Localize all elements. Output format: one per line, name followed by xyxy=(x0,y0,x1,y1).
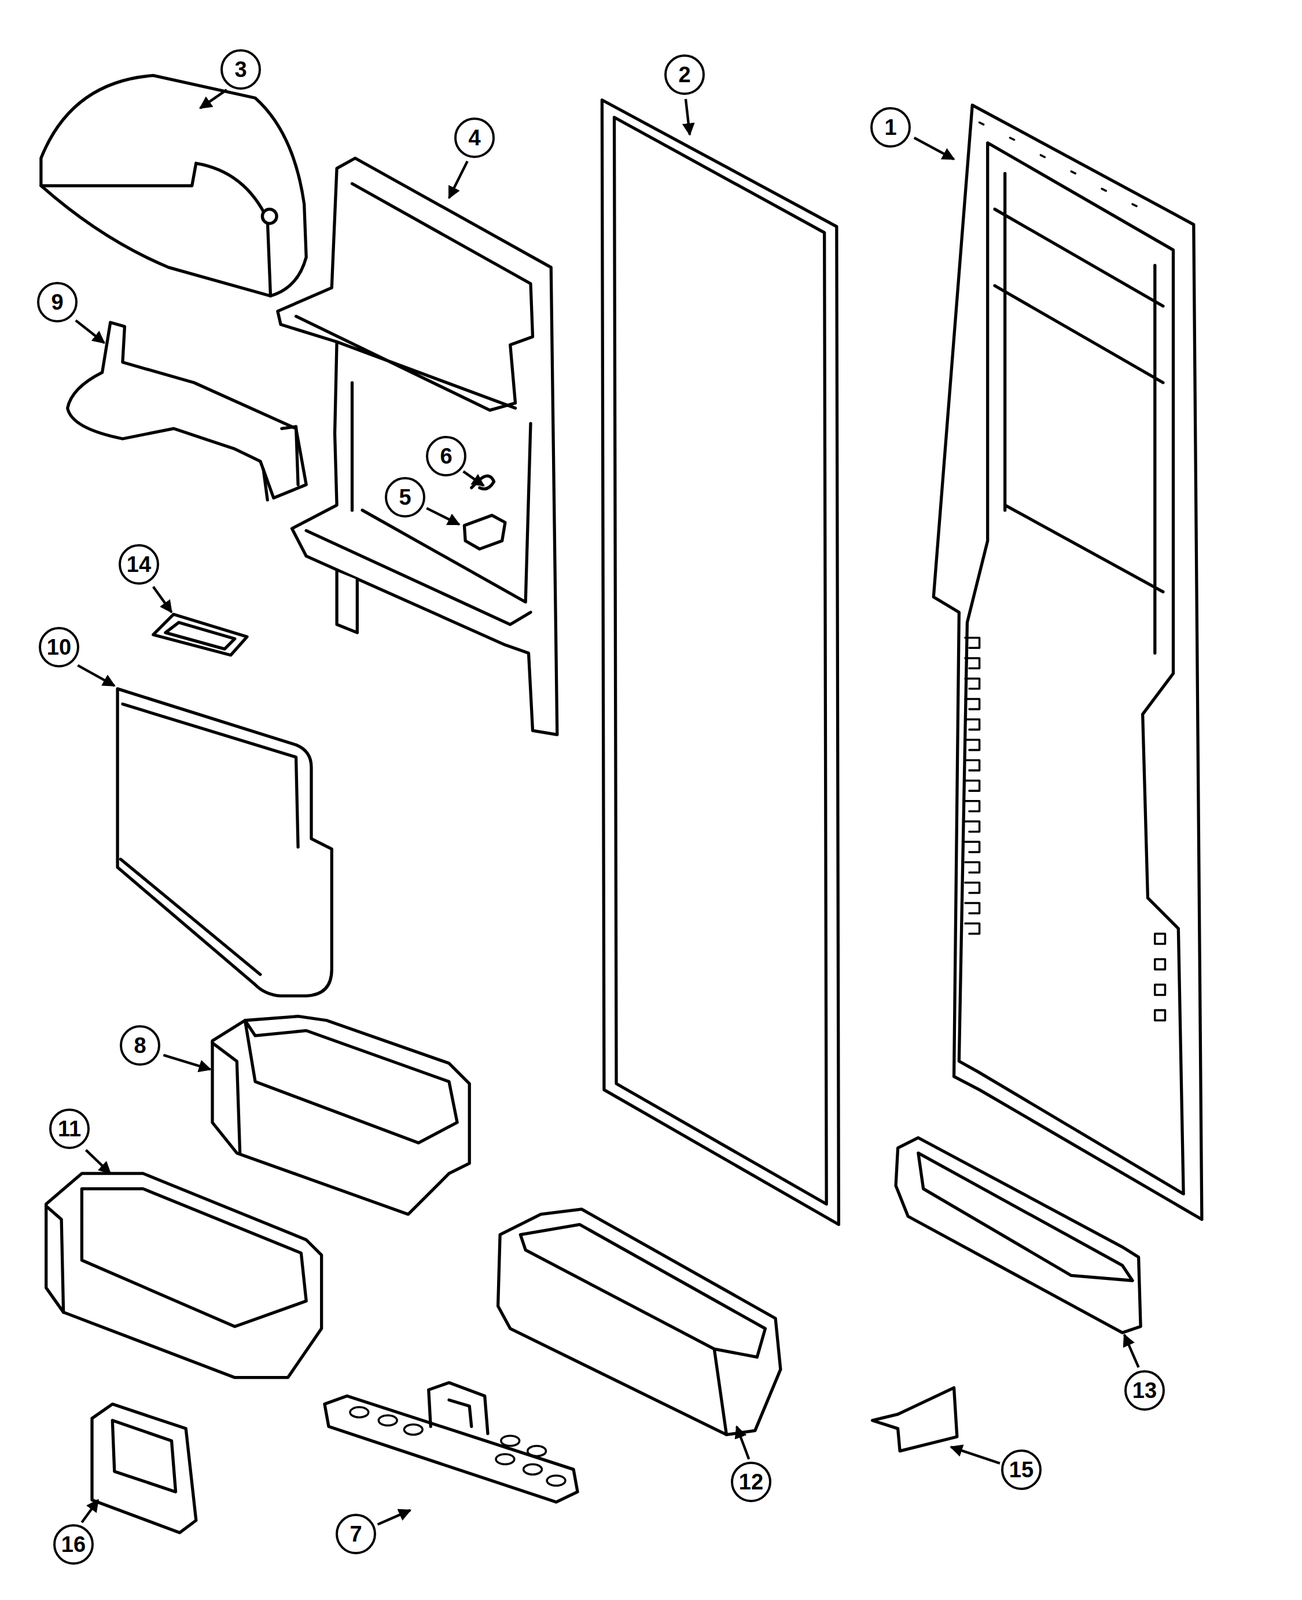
door-panel xyxy=(117,688,332,996)
egg-tray xyxy=(523,1464,543,1475)
door-shelf xyxy=(263,426,299,500)
bin-clip xyxy=(872,1387,958,1451)
door-gasket xyxy=(614,117,827,1204)
egg-tray xyxy=(546,1475,566,1486)
egg-tray xyxy=(350,1406,369,1418)
bin-divider xyxy=(112,1420,176,1492)
egg-tray xyxy=(428,1382,488,1434)
leader-lines xyxy=(1124,1334,1139,1367)
door-bin xyxy=(895,1137,1141,1333)
leader-lines xyxy=(163,1054,211,1070)
leader-lines xyxy=(77,664,114,686)
bin-divider xyxy=(92,1403,197,1533)
door-bin xyxy=(498,1208,781,1435)
dairy-cover xyxy=(41,75,307,296)
door-gasket xyxy=(601,100,839,1225)
door-liner xyxy=(958,142,1184,1194)
door-bin xyxy=(918,1152,1133,1281)
leader-lines xyxy=(153,586,172,613)
egg-tray xyxy=(350,1406,566,1486)
door-bin xyxy=(212,1016,470,1215)
door-liner xyxy=(1155,933,1166,1021)
callout-number: 6 xyxy=(425,435,467,477)
bin-divider xyxy=(92,1403,197,1533)
egg-tray xyxy=(324,1395,578,1502)
callout-number: 13 xyxy=(1124,1369,1165,1411)
egg-tray xyxy=(501,1435,520,1446)
dairy-cover xyxy=(41,75,307,296)
egg-tray xyxy=(378,1414,397,1426)
callout-number: 12 xyxy=(730,1461,772,1502)
callout-number: 4 xyxy=(454,117,495,158)
leader-lines xyxy=(463,471,484,486)
door-gasket xyxy=(601,100,839,1225)
door-shelf-frame xyxy=(336,571,358,633)
door-shelf xyxy=(67,322,307,500)
door-shelf-frame xyxy=(277,157,558,735)
callout-number: 5 xyxy=(384,476,426,518)
leader-lines xyxy=(377,1509,411,1525)
door-bin xyxy=(212,1016,470,1215)
door-shelf xyxy=(67,322,307,498)
door-panel xyxy=(120,703,299,974)
callout-number: 11 xyxy=(49,1108,90,1149)
leader-lines xyxy=(200,89,227,109)
leader-lines xyxy=(426,508,459,525)
egg-tray xyxy=(495,1453,515,1465)
door-bin xyxy=(46,1172,322,1378)
egg-tray xyxy=(324,1382,578,1502)
callout-number: 1 xyxy=(870,107,911,148)
door-liner xyxy=(965,122,1166,1021)
butter-tray xyxy=(153,613,248,656)
callout-number: 8 xyxy=(119,1024,161,1066)
door-bin xyxy=(212,1020,458,1153)
leader-lines xyxy=(81,1499,98,1522)
spring xyxy=(471,475,495,489)
door-bin xyxy=(520,1223,765,1434)
callout-number: 9 xyxy=(37,281,78,323)
dairy-cover xyxy=(41,163,271,296)
door-bin xyxy=(498,1208,781,1435)
door-bin xyxy=(895,1137,1141,1333)
dairy-cover xyxy=(262,208,277,224)
callout-number: 3 xyxy=(220,49,261,90)
door-liner xyxy=(933,105,1202,1220)
leader-lines xyxy=(85,1149,110,1174)
callout-number: 2 xyxy=(664,54,705,95)
butter-tray xyxy=(165,622,235,649)
door-panel xyxy=(117,688,332,996)
leader-lines xyxy=(950,1446,1000,1463)
clip xyxy=(464,515,506,549)
door-shelf-frame xyxy=(277,157,558,735)
leader-lines xyxy=(75,320,105,344)
door-shelf-frame xyxy=(296,183,533,625)
door-liner xyxy=(965,637,980,934)
egg-tray xyxy=(403,1424,423,1435)
callout-number: 10 xyxy=(38,626,80,668)
butter-tray xyxy=(153,613,248,656)
callout-number: 16 xyxy=(53,1523,94,1565)
egg-tray xyxy=(527,1445,547,1456)
leader-lines xyxy=(685,98,690,135)
callout-number: 14 xyxy=(118,543,160,585)
door-bin xyxy=(46,1188,307,1327)
leader-lines xyxy=(914,137,955,160)
door-liner xyxy=(979,122,1137,207)
door-liner xyxy=(933,105,1202,1220)
spring xyxy=(471,475,495,489)
callout-number: 7 xyxy=(335,1513,377,1554)
clip xyxy=(464,515,506,549)
callout-number: 15 xyxy=(1001,1448,1042,1490)
door-liner xyxy=(994,173,1164,653)
leader-lines xyxy=(75,89,1139,1524)
leader-lines xyxy=(736,1425,749,1459)
bin-clip xyxy=(872,1387,958,1451)
drawing-part xyxy=(41,75,1202,1532)
door-bin xyxy=(46,1172,322,1378)
leader-lines xyxy=(449,161,468,198)
